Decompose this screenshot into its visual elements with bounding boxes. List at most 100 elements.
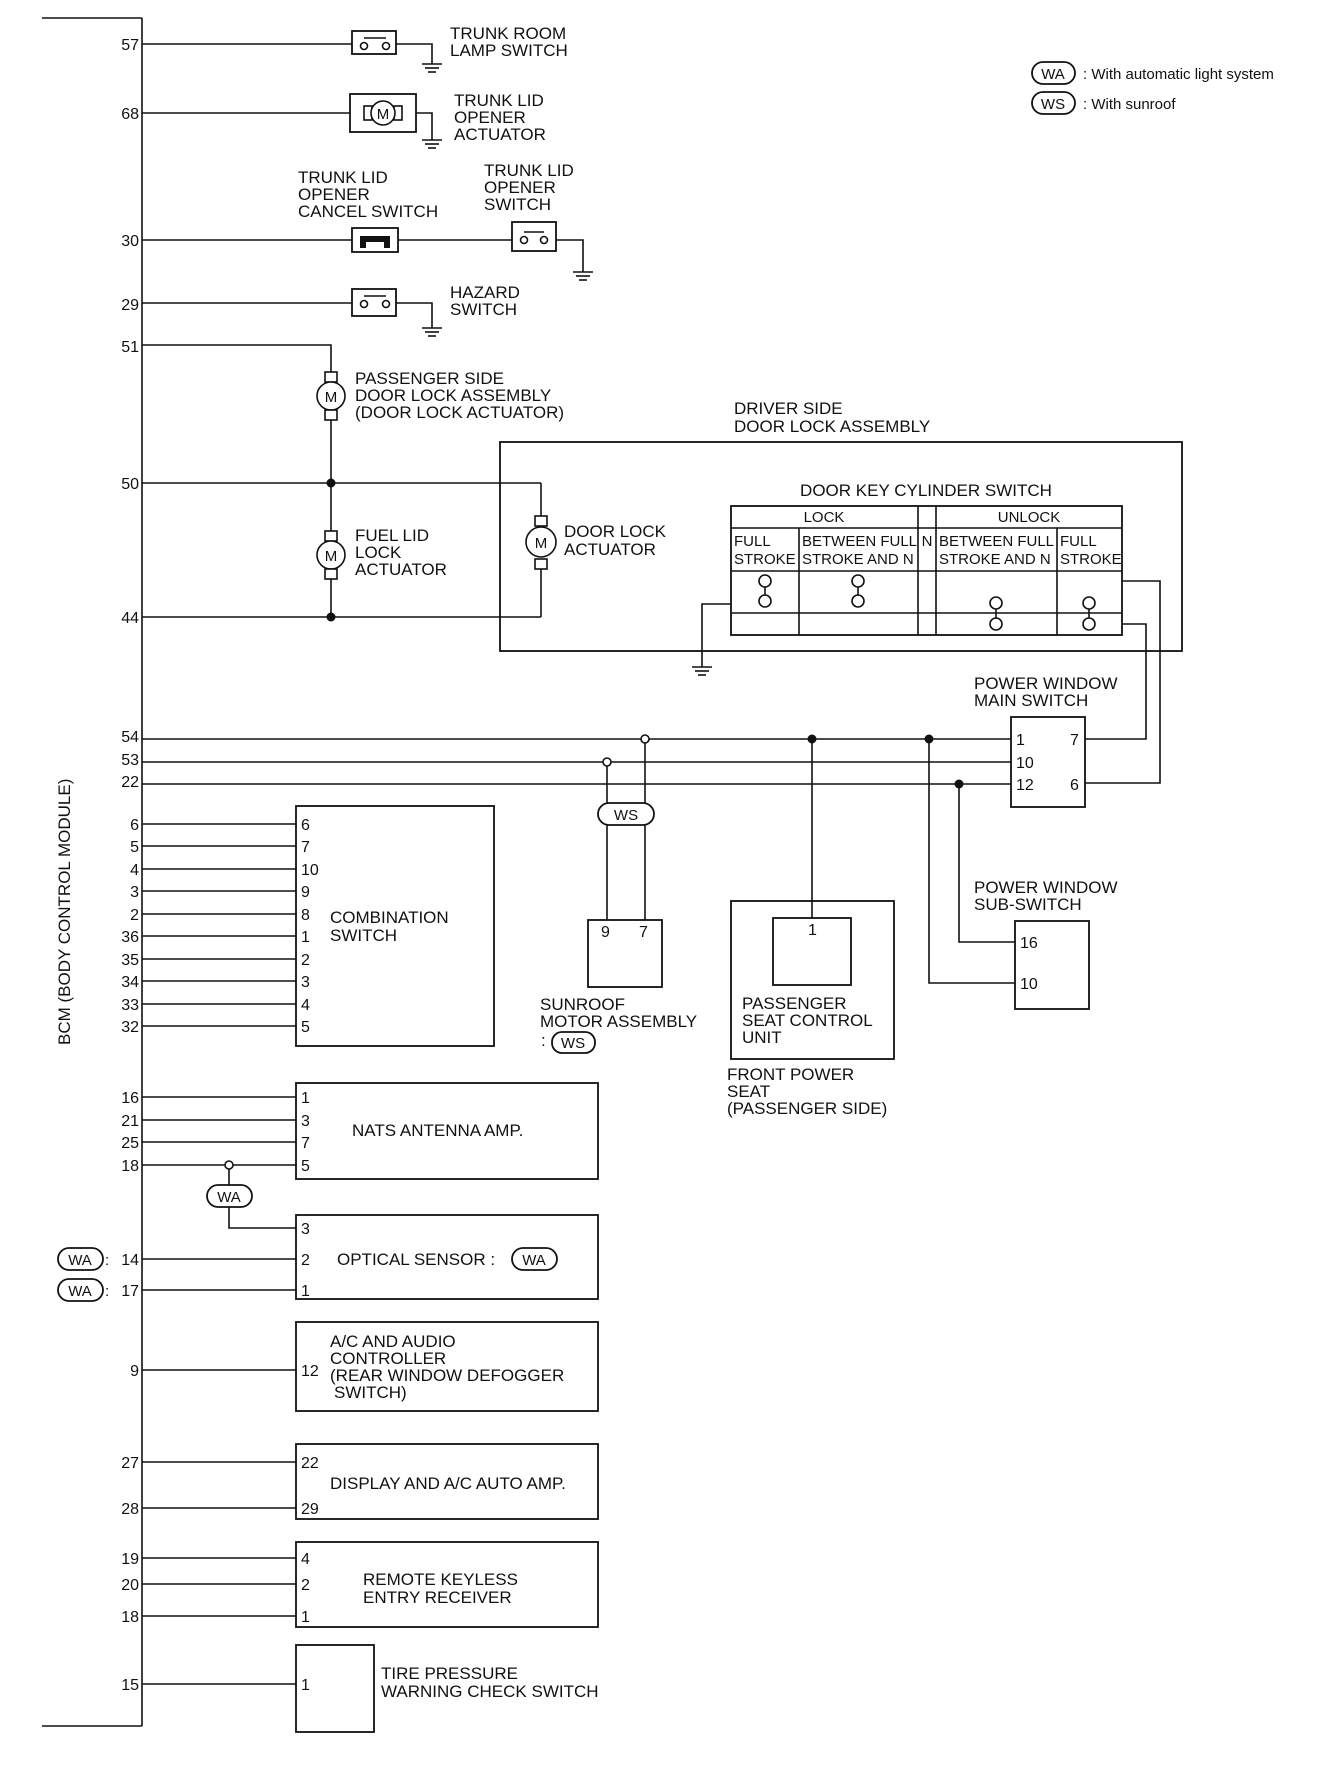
optical-sensor: 3 2 1 OPTICAL SENSOR : WA WA : WA : (57, 1214, 599, 1302)
bcm-pin-44: 44 (121, 610, 139, 627)
cancel-switch-label-1: TRUNK LID (298, 168, 388, 187)
legend-ws-tag-outline (1031, 91, 1076, 115)
optical-pin-1: 1 (301, 1283, 310, 1300)
ac-audio-label-1: A/C AND AUDIO (330, 1332, 456, 1351)
pw-sub-label-1: POWER WINDOW (974, 878, 1118, 897)
col2-header-1: BETWEEN FULL (802, 533, 917, 550)
ground-icon (422, 139, 442, 149)
optical-pin-2: 2 (301, 1252, 310, 1269)
bcm-pin-28: 28 (121, 1501, 139, 1518)
trunk-room-lamp-switch: TRUNK ROOM LAMP SWITCH (142, 24, 568, 73)
sunroof-prefix: : (541, 1031, 546, 1050)
tire-pressure-label-2: WARNING CHECK SWITCH (381, 1682, 599, 1701)
bcm-pin-16: 16 (121, 1090, 139, 1107)
pw-sub-pin-16: 16 (1020, 935, 1038, 952)
switch-icon (511, 221, 557, 252)
bcm-pin-3: 3 (130, 884, 139, 901)
front-power-seat-box (730, 900, 895, 1060)
comb-pin-8: 8 (301, 907, 310, 924)
wa-tag-outline (57, 1278, 104, 1302)
trunk-lid-opener-actuator-label-2: OPENER (454, 108, 526, 127)
opener-switch-label-1: TRUNK LID (484, 161, 574, 180)
motor-icon (370, 100, 396, 126)
pw-sub-pin-10: 10 (1020, 976, 1038, 993)
bcm-pin-51: 51 (121, 339, 139, 356)
bcm-pin-17: 17 (121, 1283, 139, 1300)
power-window-main-switch: POWER WINDOW MAIN SWITCH 1 10 12 7 6 (142, 674, 1118, 808)
bcm-pin-17-wa-tag: WA (68, 1283, 92, 1300)
legend-wa-tag-outline (1031, 61, 1076, 85)
pw-main-label-1: POWER WINDOW (974, 674, 1118, 693)
trunk-lid-opener-actuator: M TRUNK LID OPENER ACTUATOR (142, 91, 546, 149)
bcm-pin-34: 34 (121, 974, 139, 991)
motor-letter: M (325, 389, 338, 406)
bcm-pin-53: 53 (121, 752, 139, 769)
ground-icon (422, 327, 442, 337)
bcm-pin-17-colon: : (105, 1283, 109, 1300)
bcm-pin-19: 19 (121, 1551, 139, 1568)
power-window-sub-switch: POWER WINDOW SUB-SWITCH 16 10 (928, 739, 1118, 1010)
front-power-seat-label-3: (PASSENGER SIDE) (727, 1099, 887, 1118)
wa-tag-outline (57, 1247, 104, 1271)
nats-antenna-amp: 1 3 7 5 NATS ANTENNA AMP. WA (142, 1082, 599, 1229)
bcm-pin-57: 57 (121, 37, 139, 54)
door-lock-wiring (142, 478, 542, 622)
legend: WA : With automatic light system WS : Wi… (1031, 61, 1274, 115)
combination-switch-box (295, 805, 495, 1047)
bcm-pin-18a: 18 (121, 1158, 139, 1175)
motor-letter: M (377, 106, 390, 123)
trunk-room-lamp-switch-label-1: TRUNK ROOM (450, 24, 566, 43)
bcm-pin-18b: 18 (121, 1609, 139, 1626)
fuel-lid-label-1: FUEL LID (355, 526, 429, 545)
ground-icon (692, 666, 712, 676)
bcm-pin-29: 29 (121, 297, 139, 314)
bcm-pin-50: 50 (121, 476, 139, 493)
optical-sensor-box (295, 1214, 599, 1300)
comb-pin-9: 9 (301, 884, 310, 901)
motor-icon (525, 526, 557, 558)
bcm-pin-9: 9 (130, 1363, 139, 1380)
nats-junction-wa-tag: WA (217, 1189, 241, 1206)
display-ac-auto-amp-label: DISPLAY AND A/C AUTO AMP. (330, 1474, 566, 1493)
col2-header-2: STROKE AND N (802, 551, 914, 568)
bcm-label: BCM (BODY CONTROL MODULE) (55, 779, 74, 1045)
col3-header-2: STROKE AND N (939, 551, 1051, 568)
bcm-pin-36: 36 (121, 929, 139, 946)
pw-main-pin-10: 10 (1016, 755, 1034, 772)
lock-header: LOCK (804, 509, 845, 526)
bcm-pin-30: 30 (121, 233, 139, 250)
rke-pin-2: 2 (301, 1577, 310, 1594)
display-ac-auto-amp-box (295, 1443, 599, 1520)
seat-control-unit-box (772, 917, 852, 986)
opener-switch-label-2: OPENER (484, 178, 556, 197)
option-splice (224, 1160, 234, 1170)
trunk-lid-opener-cancel-switch: TRUNK LID OPENER CANCEL SWITCH (142, 168, 512, 253)
unlock-header: UNLOCK (998, 509, 1061, 526)
ac-audio-label-3: (REAR WINDOW DEFOGGER (330, 1366, 564, 1385)
display-pin-29: 29 (301, 1501, 319, 1518)
col1-header-2: STROKE (734, 551, 796, 568)
pw-sub-switch-box (1014, 920, 1090, 1010)
sunroof-label-1: SUNROOF (540, 995, 625, 1014)
cancel-switch-label-2: OPENER (298, 185, 370, 204)
pw-main-pin-12: 12 (1016, 777, 1034, 794)
door-lock-actuator-label-1: DOOR LOCK (564, 522, 667, 541)
option-splice (602, 757, 612, 767)
ac-audio-pin-12: 12 (301, 1363, 319, 1380)
contact-icon (1082, 596, 1096, 631)
comb-pin-6: 6 (301, 817, 310, 834)
seat-unit-label-2: SEAT CONTROL (742, 1011, 873, 1030)
neutral-header: N (922, 533, 933, 550)
combination-switch-wires (142, 823, 296, 1027)
rke-label-2: ENTRY RECEIVER (363, 1588, 512, 1607)
junction-dot (326, 612, 336, 622)
bcm-pin-14: 14 (121, 1252, 139, 1269)
bcm-pin-20: 20 (121, 1577, 139, 1594)
passenger-door-lock-assembly: M PASSENGER SIDE DOOR LOCK ASSEMBLY (DOO… (142, 344, 564, 531)
nats-pin-7: 7 (301, 1135, 310, 1152)
pw-sub-label-2: SUB-SWITCH (974, 895, 1082, 914)
fuel-lid-label-2: LOCK (355, 543, 402, 562)
ac-audio-controller-box (295, 1321, 599, 1412)
col4-header-1: FULL (1060, 533, 1097, 550)
